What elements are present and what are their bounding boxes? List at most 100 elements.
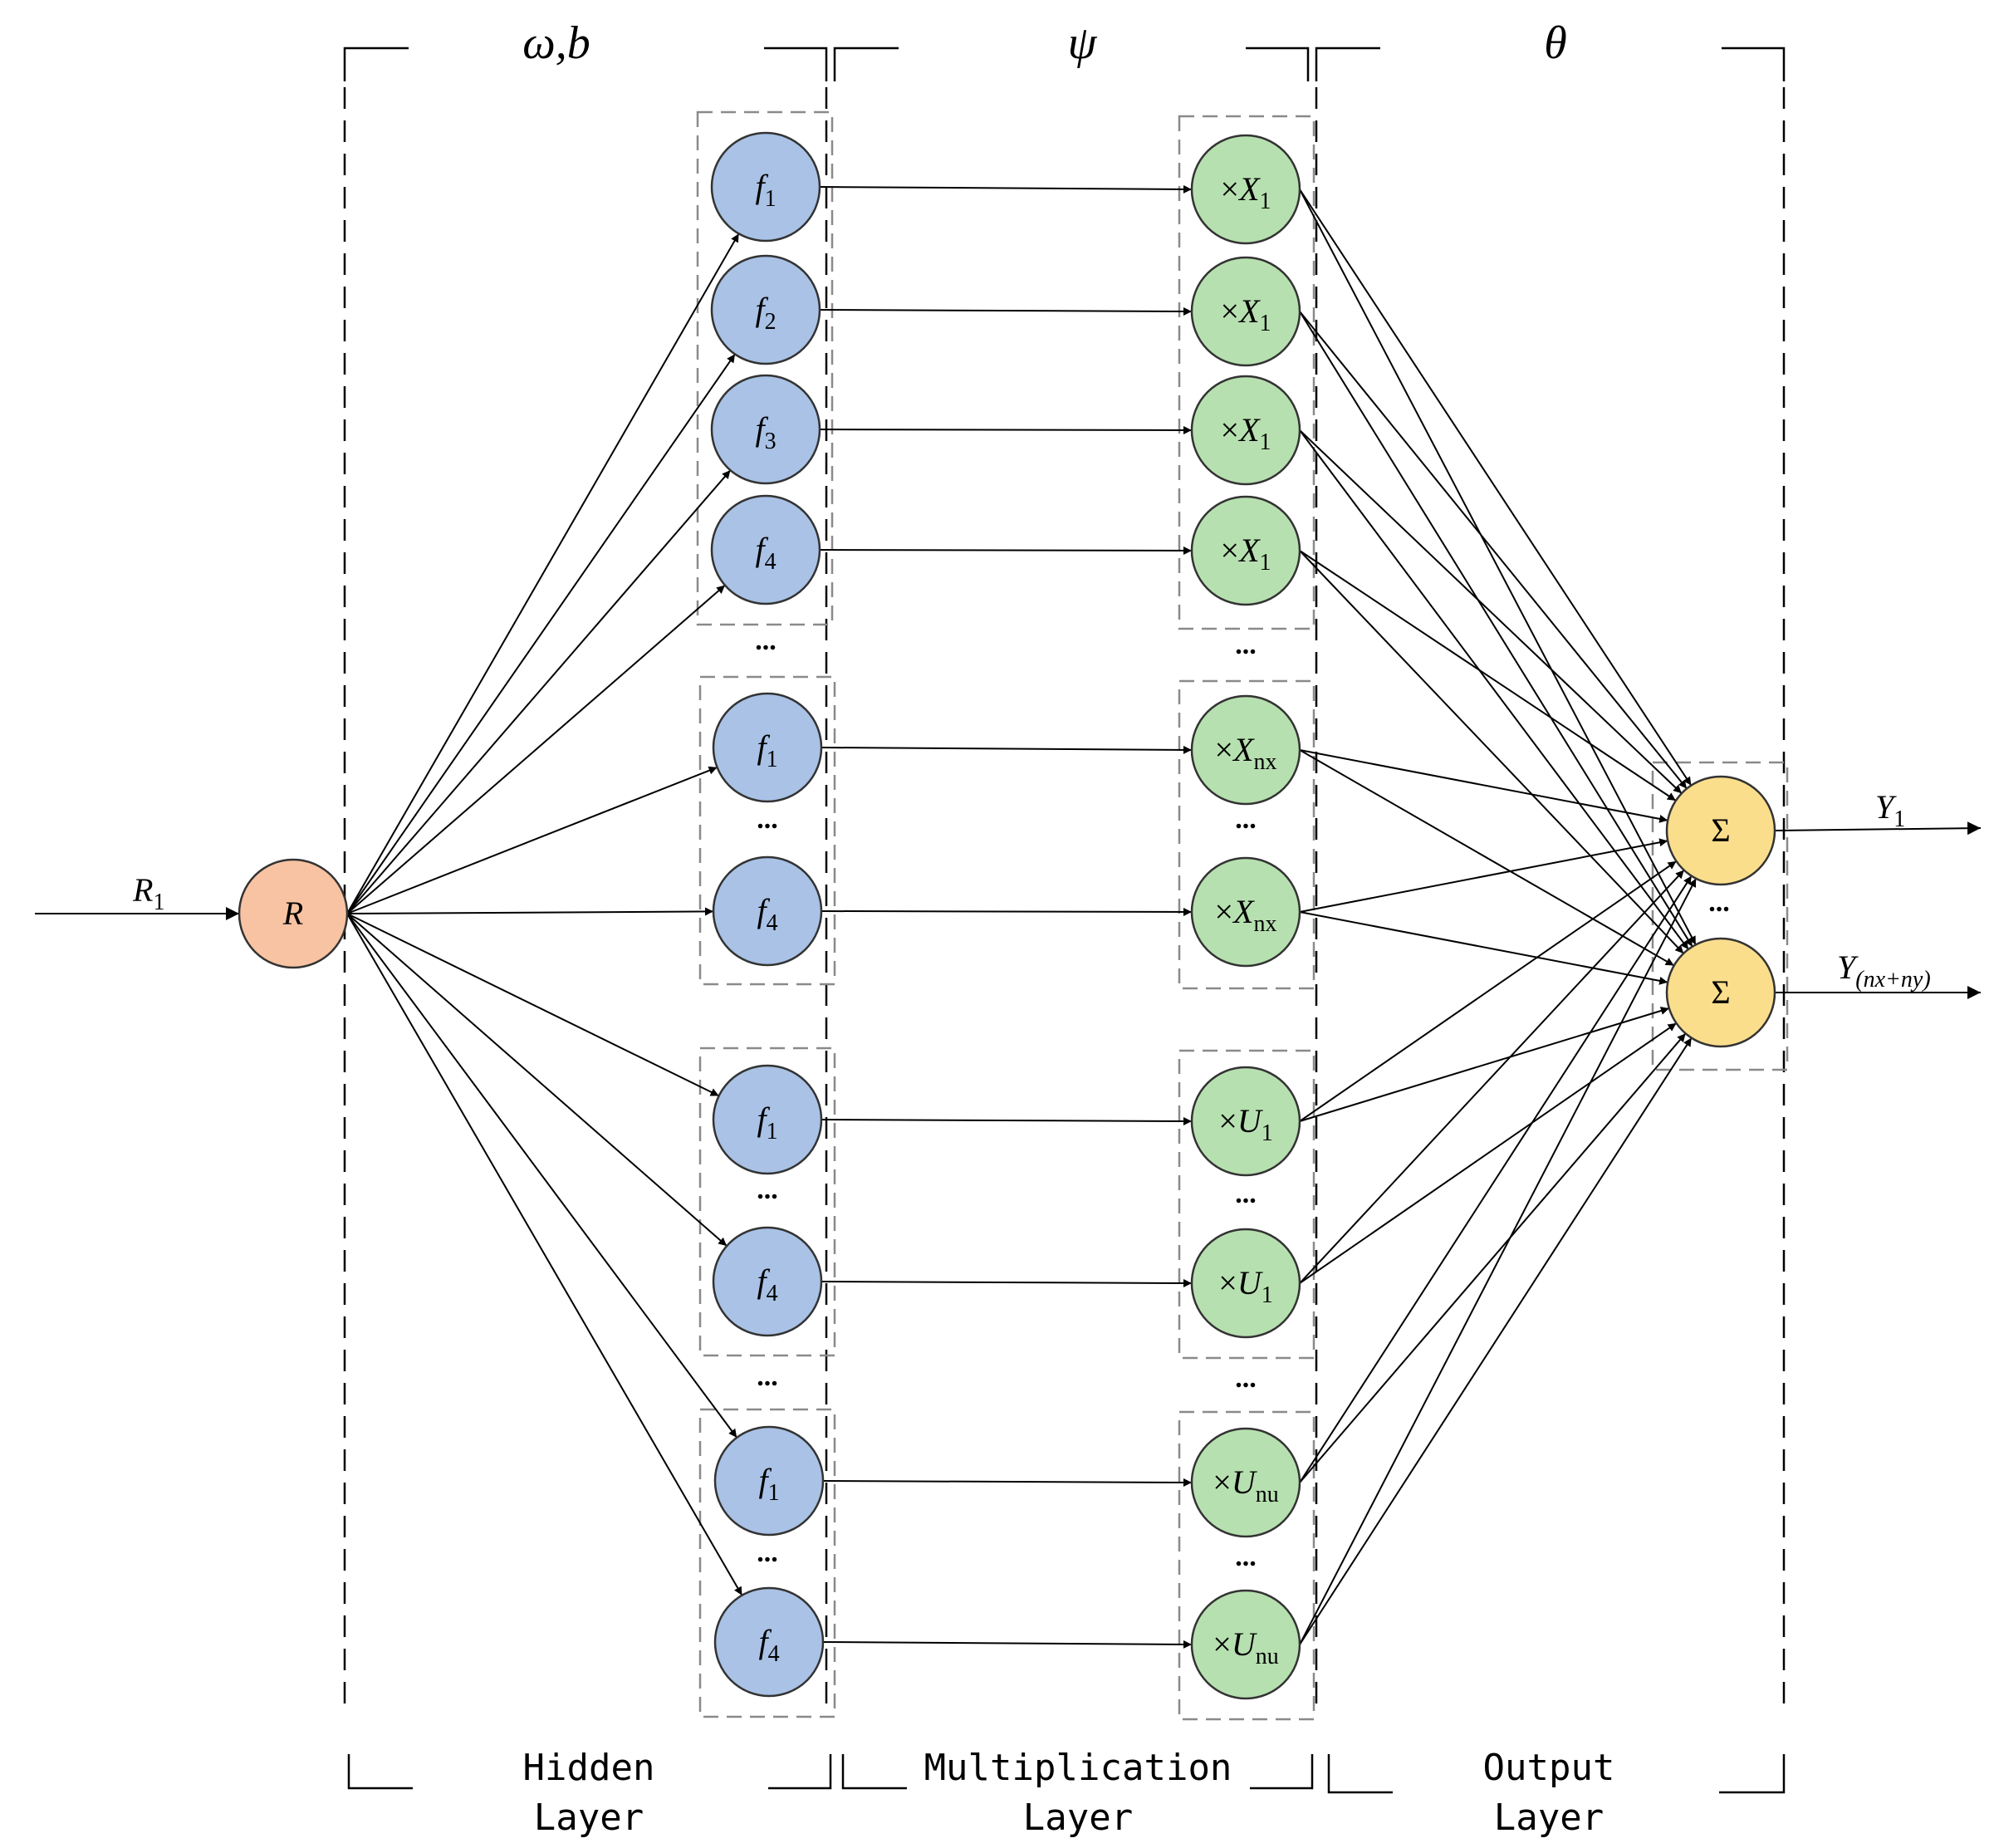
edge-mult-4-to-output-2: [1299, 550, 1684, 954]
hidden-node-4: [710, 494, 821, 605]
edge-mult-8-to-output-1: [1299, 869, 1685, 1284]
edge-hidden-to-mult-2: [819, 306, 1193, 316]
param-psi: ψ: [1068, 17, 1098, 69]
mult-node-label-3: ×X1: [1221, 411, 1271, 455]
mult-node-10: [1190, 1589, 1301, 1700]
multiplication-layer-label-line1: Multiplication: [924, 1747, 1232, 1789]
mult-node-label-6: ×Xnx: [1215, 893, 1277, 937]
mult-node-label-9: ×Unu: [1213, 1463, 1278, 1507]
mult-node-label-4: ×X1: [1221, 532, 1271, 576]
edge-input-to-hidden-3: [346, 469, 732, 914]
edge-mult-1-to-output-2: [1299, 189, 1697, 945]
output-node-1: [1665, 775, 1776, 886]
edge-mult-10-to-output-2: [1299, 1037, 1693, 1645]
edge-input-to-hidden-5: [346, 766, 718, 914]
edge-input-to-hidden-6: [346, 907, 714, 916]
hidden-node-6: [712, 855, 823, 967]
ellipsis-hidden-3: ...: [757, 1174, 778, 1205]
edge-mult-9-to-output-1: [1299, 875, 1693, 1483]
edge-mult-8-to-output-2: [1299, 1022, 1678, 1284]
output-node-label-2: Σ: [1711, 973, 1730, 1011]
mult-node-6: [1190, 856, 1301, 968]
group-boxes: [696, 110, 1789, 1721]
edge-mult-2-to-output-2: [1299, 311, 1693, 948]
section-brackets: [343, 47, 1786, 1794]
edge-hidden-to-mult-3: [819, 425, 1193, 434]
ellipsis-hidden-2: ...: [757, 804, 778, 835]
mult-node-8: [1190, 1228, 1301, 1339]
mult-node-label-7: ×U1: [1218, 1102, 1272, 1146]
mult-node-5: [1190, 694, 1301, 806]
edge-mult-4-to-output-1: [1299, 550, 1677, 801]
hidden-node-8: [712, 1226, 823, 1337]
mult-node-9: [1190, 1427, 1301, 1538]
mult-group-box-4: [1178, 1410, 1315, 1721]
ellipsis-mult-5: ...: [1235, 1542, 1257, 1572]
edge-mult-7-to-output-2: [1299, 1007, 1670, 1122]
param-theta: θ: [1544, 17, 1567, 69]
output-node-2: [1665, 937, 1776, 1048]
hidden-node-label-8: f4: [757, 1262, 777, 1306]
hidden-layer-label-line1: Hidden: [523, 1747, 655, 1789]
edge-mult-6-to-output-2: [1299, 911, 1668, 985]
hidden-node-2: [710, 254, 821, 365]
mult-node-4: [1190, 495, 1301, 606]
edge-hidden-to-mult-7: [821, 1116, 1193, 1125]
hidden-group-box-4: [698, 1408, 836, 1718]
ellipsis-mult-2: ...: [1235, 804, 1257, 835]
output-layer-label-line2: Layer: [1494, 1797, 1604, 1839]
mult-node-2: [1190, 256, 1301, 367]
param-omega-b: ω,b: [522, 17, 590, 69]
hidden-group-box-3: [698, 1047, 836, 1357]
nodes-layer: Rf1f2f3f4f1f4f1f4f1f4×X1×X1×X1×X1×Xnx×Xn…: [238, 131, 1776, 1700]
edge-mult-10-to-output-1: [1299, 878, 1698, 1645]
edge-hidden-to-mult-5: [821, 745, 1193, 754]
hidden-node-7: [712, 1064, 823, 1175]
mult-node-label-2: ×X1: [1221, 292, 1271, 336]
hidden-node-9: [713, 1425, 825, 1537]
edge-hidden-to-mult-1: [819, 184, 1193, 194]
edge-mult-3-to-output-2: [1299, 429, 1689, 950]
ellipsis-mult-4: ...: [1235, 1363, 1257, 1394]
output-group-box: [1651, 761, 1789, 1071]
edge-hidden-to-mult-10: [822, 1640, 1193, 1649]
edge-hidden-to-mult-8: [821, 1278, 1193, 1287]
hidden-node-3: [710, 374, 821, 485]
output-layer-label-line1: Output: [1483, 1747, 1615, 1789]
input-node: [238, 858, 349, 969]
input-node-label: R: [282, 895, 303, 932]
edge-mult-7-to-output-1: [1299, 860, 1678, 1122]
ellipsis-output: ...: [1708, 887, 1730, 918]
mult-node-1: [1190, 134, 1301, 245]
output-arrow-1: [1774, 821, 1982, 836]
mult-node-label-8: ×U1: [1218, 1264, 1272, 1308]
hidden-node-5: [712, 692, 823, 803]
hidden-node-1: [710, 131, 821, 243]
ellipsis-hidden-5: ...: [757, 1537, 778, 1568]
mult-node-label-10: ×Unu: [1213, 1625, 1278, 1669]
multiplication-layer-label-line2: Layer: [1023, 1797, 1133, 1839]
edge-input-to-hidden-9: [346, 913, 738, 1439]
output-signal-label-2: Y(nx+ny): [1837, 949, 1931, 993]
edge-input-to-hidden-2: [346, 353, 736, 914]
hidden-layer-label-line2: Layer: [534, 1797, 644, 1839]
mult-node-label-1: ×X1: [1221, 170, 1271, 214]
edge-mult-2-to-output-1: [1299, 311, 1688, 790]
edge-input-to-hidden-7: [346, 913, 720, 1097]
edge-mult-3-to-output-1: [1299, 429, 1683, 794]
ellipsis-hidden-4: ...: [757, 1361, 778, 1392]
edge-mult-5-to-output-2: [1299, 749, 1675, 967]
mult-node-label-5: ×Xnx: [1215, 731, 1277, 775]
edge-input-to-hidden-10: [346, 913, 743, 1596]
ellipsis-hidden-1: ...: [755, 625, 777, 656]
edge-mult-9-to-output-2: [1299, 1032, 1687, 1483]
edge-hidden-to-mult-9: [822, 1478, 1193, 1487]
hidden-group-box-2: [698, 675, 836, 986]
input-signal-label: R1: [132, 871, 164, 915]
edge-mult-5-to-output-1: [1299, 749, 1668, 823]
output-node-label-1: Σ: [1711, 811, 1730, 849]
edge-input-to-hidden-8: [346, 913, 728, 1247]
hidden-node-10: [713, 1586, 825, 1698]
